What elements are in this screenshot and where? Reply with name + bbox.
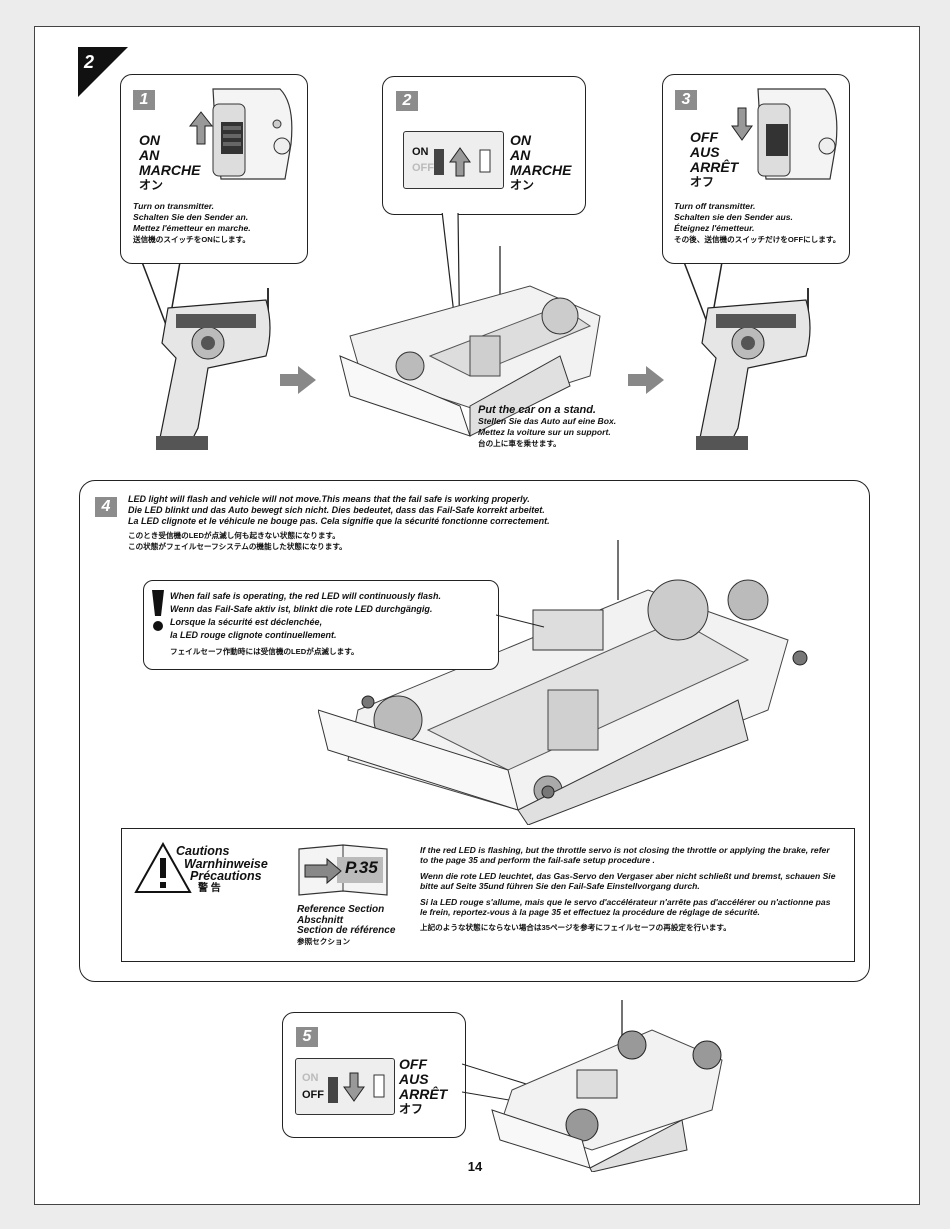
car-on-stand-illustration [491,1000,723,1172]
receiver-switch-on: ON OFF [403,131,504,189]
next-arrow-icon [280,366,316,394]
receiver-switch-off: ON OFF [295,1058,395,1115]
step5-switch-labels: OFF AUS ARRÊT オフ [399,1056,448,1117]
transmitter-illustration [696,288,811,450]
reference-label: Reference Section Abschnitt Section de r… [297,904,396,946]
car-with-receiver-illustration [318,540,808,825]
transmitter-switch-off-illustration [731,88,838,180]
step1-number: 1 [133,90,155,110]
section-marker [78,47,128,97]
caution-title: Cautions Warnhinweise Précautions 警 告 [176,844,268,894]
step5-number: 5 [296,1027,318,1047]
failsafe-callout [143,580,499,670]
reference-book-icon: P.35 [297,843,389,899]
car-on-stand-illustration [339,246,601,437]
reference-page: P.35 [345,858,378,877]
step1-instructions: Turn on transmitter. Schalten Sie den Se… [133,201,251,244]
step4-description: LED light will flash and vehicle will no… [128,494,550,551]
step4-number: 4 [95,497,117,517]
caution-text: If the red LED is flashing, but the thro… [420,845,836,932]
step2-number: 2 [396,91,418,111]
step3-number: 3 [675,90,697,110]
callout-pointer [496,614,545,628]
step2-switch-labels: ON AN MARCHE オン [510,132,572,193]
exclamation-icon [152,590,164,631]
transmitter-illustration [156,288,271,450]
transmitter-switch-on-illustration [188,88,293,180]
page-number: 14 [467,1159,483,1174]
section-number: 2 [84,52,95,72]
caution-box [121,828,855,962]
step3-switch-labels: OFF AUS ARRÊT オフ [690,129,739,190]
next-arrow-icon [628,366,664,394]
warning-triangle-icon [134,842,192,893]
step2-stand-instructions: Put the car on a stand. Stellen Sie das … [478,404,617,449]
failsafe-note: When fail safe is operating, the red LED… [170,591,442,656]
step3-instructions: Turn off transmitter. Schalten sie den S… [674,201,841,244]
step1-switch-labels: ON AN MARCHE オン [139,132,201,193]
